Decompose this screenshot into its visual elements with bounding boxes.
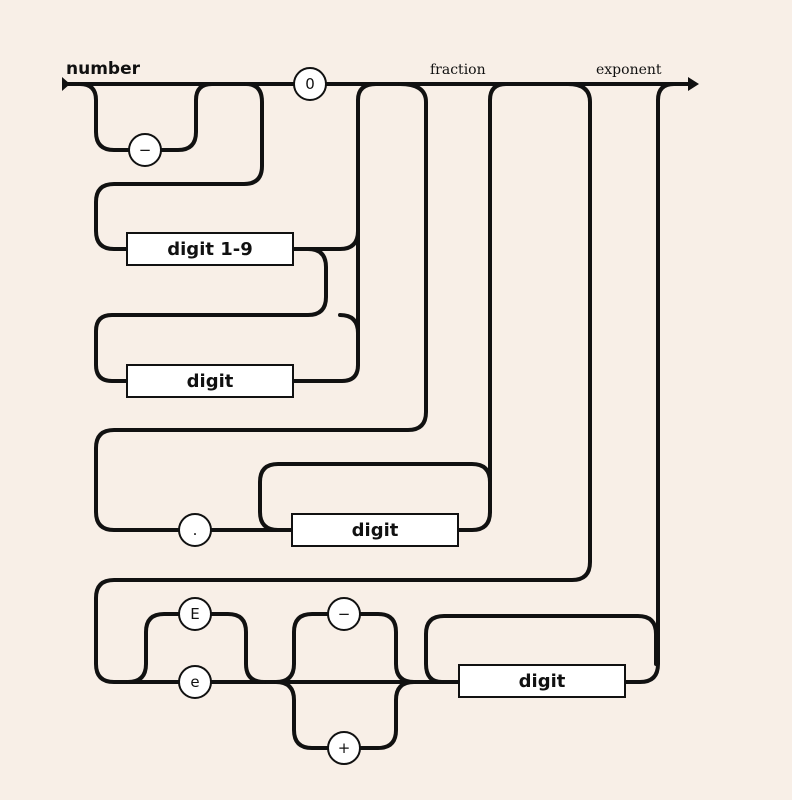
end-arrow (688, 77, 699, 91)
nonterminal-digit-1-9: digit 1-9 (126, 232, 294, 266)
int-branch (94, 82, 378, 251)
nonterminal-digit-frac-label: digit (352, 520, 399, 541)
nonterminal-digit-int: digit (126, 364, 294, 398)
exponent-branch (94, 82, 676, 684)
terminal-exp-minus-label: − (338, 605, 351, 623)
fraction-label: fraction (430, 62, 486, 78)
diagram-title: number (66, 59, 141, 79)
terminal-E-upper: E (178, 597, 212, 631)
nonterminal-digit-exp: digit (458, 664, 626, 698)
terminal-exp-plus: + (327, 731, 361, 765)
terminal-minus-label: − (139, 141, 152, 159)
nonterminal-digit-exp-label: digit (519, 671, 566, 692)
nonterminal-digit-frac: digit (291, 513, 459, 547)
fraction-branch (94, 82, 508, 532)
terminal-e-lower-label: e (190, 673, 199, 691)
nonterminal-digit-1-9-label: digit 1-9 (167, 239, 253, 260)
exponent-label: exponent (596, 62, 662, 78)
terminal-exp-plus-label: + (338, 739, 351, 757)
nonterminal-digit-int-label: digit (187, 371, 234, 392)
terminal-exp-minus: − (327, 597, 361, 631)
int-loop-a (94, 228, 360, 383)
terminal-E-upper-label: E (190, 605, 199, 623)
exp-digit-loop (424, 614, 658, 684)
start-arrow (62, 77, 70, 91)
terminal-dot-label: . (193, 521, 198, 539)
terminal-minus: − (128, 133, 162, 167)
fraction-loop (258, 462, 492, 532)
terminal-dot: . (178, 513, 212, 547)
terminal-zero-label: 0 (305, 75, 315, 93)
terminal-zero: 0 (293, 67, 327, 101)
terminal-e-lower: e (178, 665, 212, 699)
int-loop-b (338, 313, 360, 367)
